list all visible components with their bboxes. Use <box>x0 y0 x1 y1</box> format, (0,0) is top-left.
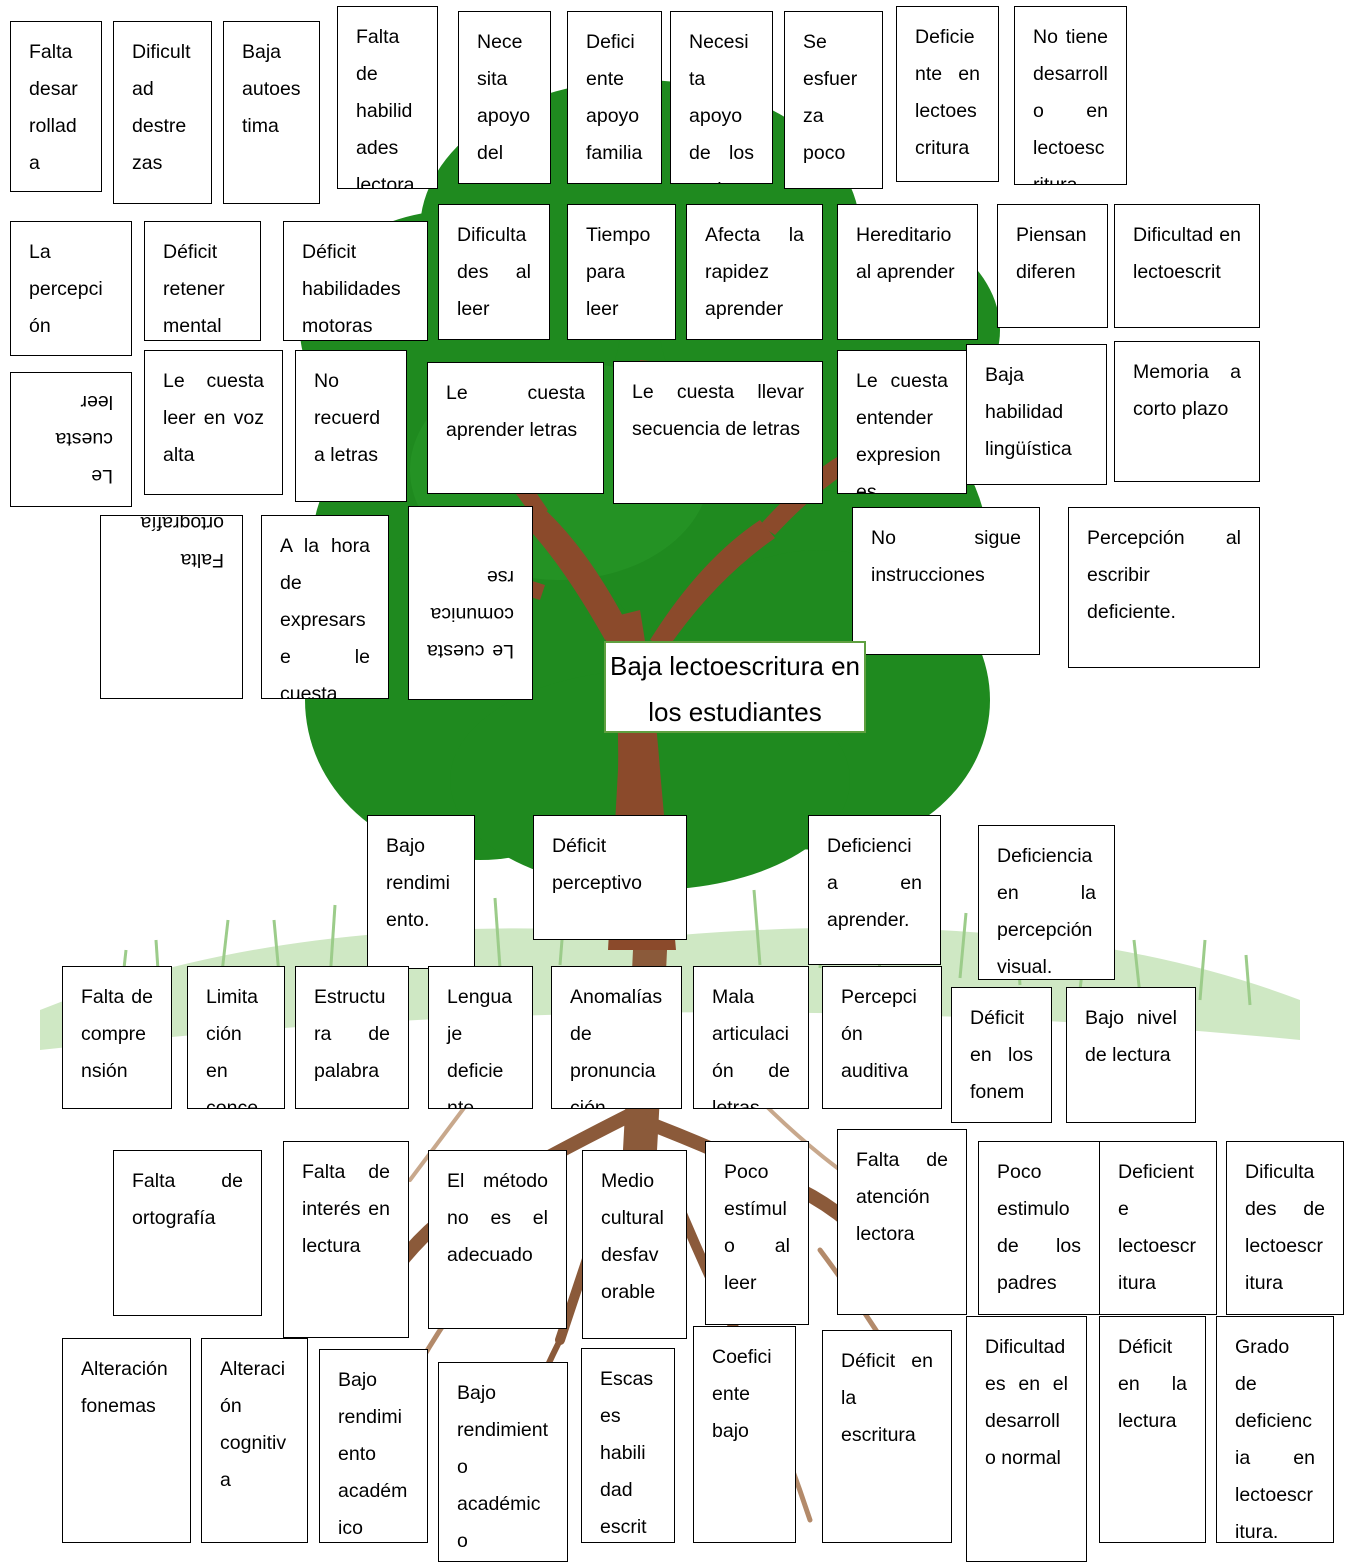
leaf-card: Baja autoestima <box>223 21 320 204</box>
root-card: Lenguaje deficiente <box>428 966 533 1109</box>
root-card: Déficit en los fonemas <box>951 987 1052 1123</box>
root-card: El método no es el adecuado <box>428 1150 567 1329</box>
leaf-card: Falta desarrollada lingüística <box>10 21 102 192</box>
leaf-card: Afecta la rapidez aprender <box>686 204 823 340</box>
root-card: Falta de interés en lectura <box>283 1141 409 1338</box>
leaf-card: Necesita apoyo de los padres <box>670 11 773 184</box>
root-card: Déficit en la escritura <box>822 1330 952 1543</box>
leaf-card-inverted: Falta ortografía <box>100 515 243 699</box>
root-card: Poco estimulo de los padres <box>978 1141 1100 1315</box>
leaf-card: Deficiente apoyo familiar <box>567 11 662 184</box>
trunk-card: Bajo rendimiento. <box>367 815 475 969</box>
central-problem-text: Baja lectoescritura en los estudiantes <box>610 651 860 727</box>
root-card: Deficiente lectoescritura <box>1099 1141 1217 1315</box>
leaf-card: Tiempo para leer <box>567 204 676 340</box>
root-card: Coeficiente bajo <box>693 1326 796 1543</box>
trunk-card: Déficit perceptivo <box>533 815 687 940</box>
leaf-card: Dificultad en lectoescrit <box>1114 204 1260 328</box>
leaf-card: Le cuesta llevar secuencia de letras <box>613 361 823 504</box>
root-card: Alteración cognitiva <box>201 1338 308 1543</box>
root-card: Escases habilidad escrita <box>581 1348 675 1543</box>
root-card: Bajo rendimiento académico <box>319 1349 428 1543</box>
leaf-card: Percepción al escribir deficiente. <box>1068 507 1260 668</box>
root-card: Dificultades de lectoescritura <box>1226 1141 1344 1315</box>
leaf-card: Necesita apoyo del maestro <box>458 11 551 184</box>
trunk-card: Deficiencia en la percepción visual. <box>978 825 1115 980</box>
leaf-card: Memoria a corto plazo <box>1114 341 1260 482</box>
leaf-card: Dificultad destrezas <box>113 21 212 204</box>
leaf-card: Falta de habilidades lectoras <box>337 6 438 189</box>
leaf-card: Baja habilidad lingüística <box>966 344 1107 485</box>
leaf-card: La percepción secuencial <box>10 221 132 356</box>
root-card: Grado de deficiencia en lectoescritura. <box>1216 1316 1334 1543</box>
leaf-card-inverted: Le cuesta comunicarse <box>408 506 533 700</box>
root-card: Limitación en concentración <box>187 966 285 1109</box>
root-card: Anomalías de pronunciación <box>551 966 682 1109</box>
leaf-card: Le cuesta leer en voz alta <box>144 350 283 495</box>
root-card: Alteración fonemas <box>62 1338 191 1543</box>
root-card: Dificultades en el desarrollo normal <box>966 1316 1087 1562</box>
leaf-card: Hereditario al aprender <box>837 204 978 340</box>
leaf-card: Deficiente en lectoescritura <box>896 6 999 182</box>
root-card: Déficit en la lectura <box>1099 1316 1206 1543</box>
central-problem: Baja lectoescritura en los estudiantes <box>604 641 866 733</box>
root-card: Falta de ortografía <box>113 1150 262 1316</box>
root-card: Bajo rendimiento académico <box>438 1362 568 1562</box>
root-card: Estructura de palabra <box>295 966 409 1109</box>
leaf-card: No recuerda letras <box>295 350 407 502</box>
root-card: Medio cultural desfavorable <box>582 1150 687 1339</box>
leaf-card: Se esfuerza poco <box>784 11 883 189</box>
trunk-card: Deficiencia en aprender. <box>808 815 941 965</box>
root-card: Percepción auditiva <box>822 966 942 1109</box>
leaf-card: Dificultades al leer <box>438 204 550 340</box>
leaf-card: No tiene desarrollo en lectoescritura <box>1014 6 1127 185</box>
leaf-card: Le cuesta aprender letras <box>427 362 604 494</box>
leaf-card: Le cuesta entender expresiones <box>837 350 967 494</box>
root-card: Bajo nivel de lectura <box>1066 987 1196 1123</box>
leaf-card: No sigue instrucciones <box>852 507 1040 655</box>
leaf-card: A la hora de expresarse le cuesta <box>261 515 389 699</box>
leaf-card: Déficit habilidades motoras <box>283 221 428 341</box>
leaf-card: Piensan diferen <box>997 204 1108 328</box>
leaf-card: Déficit retener mental <box>144 221 261 341</box>
root-card: Falta de comprensión <box>62 966 172 1109</box>
root-card: Mala articulación de letras <box>693 966 809 1109</box>
leaf-card-inverted: Le cuesta leer <box>10 372 132 507</box>
root-card: Poco estímulo al leer <box>705 1141 809 1325</box>
root-card: Falta de atención lectora <box>837 1129 967 1315</box>
